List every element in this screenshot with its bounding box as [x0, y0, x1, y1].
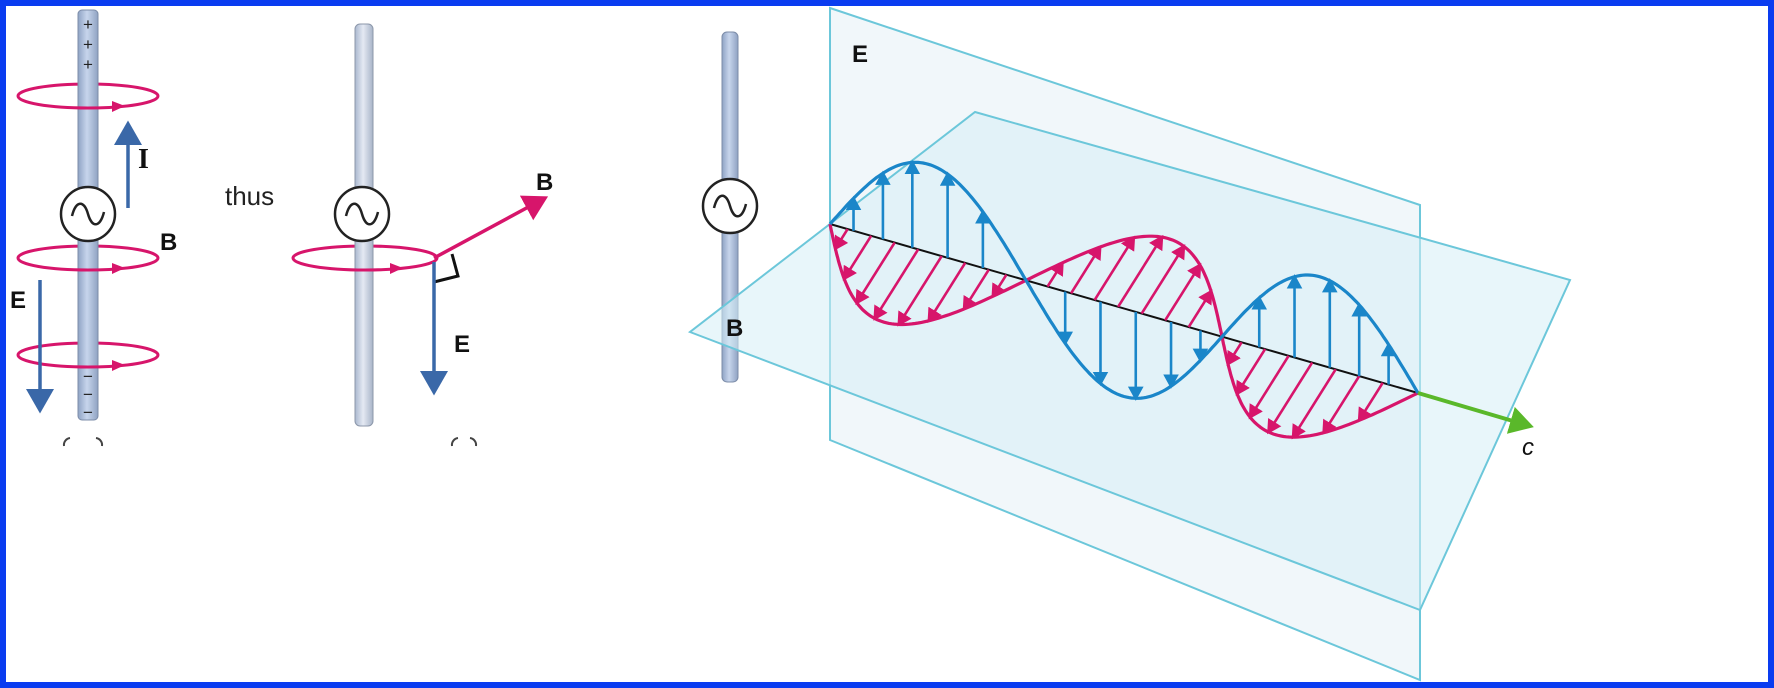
- magnetic-loop-front: [16, 257, 160, 272]
- right-angle-marker: [433, 253, 460, 284]
- loop-arrowhead: [112, 263, 125, 274]
- magnetic-field-vector: [962, 268, 990, 312]
- charge-plus: +: [83, 55, 93, 74]
- em-wave: [828, 159, 1420, 440]
- sine-symbol-icon: [344, 202, 380, 226]
- electric-wave-curve: [828, 160, 1420, 400]
- magnetic-loop-front: [291, 257, 439, 272]
- charge-minus: −: [83, 385, 93, 404]
- magnetic-field-vector: [833, 228, 849, 251]
- speed-label: c: [1522, 434, 1534, 461]
- magnetic-field-vector: [1357, 382, 1384, 423]
- magnetic-field-label: B: [160, 229, 177, 256]
- charge-plus: +: [83, 35, 93, 54]
- sine-symbol-icon: [712, 194, 748, 218]
- magnetic-field-vector: [1164, 262, 1202, 322]
- electric-plane-label: E: [852, 41, 868, 68]
- magnetic-field-vector: [873, 248, 920, 321]
- magnetic-field-vector: [991, 274, 1008, 299]
- current-label: I: [138, 144, 149, 175]
- magnetic-field-vector: [1187, 289, 1213, 328]
- magnetic-field-vector: [1117, 234, 1164, 308]
- magnetic-field-arrow: [433, 195, 549, 260]
- magnetic-field-vector: [1291, 368, 1337, 440]
- propagation-axis: [829, 223, 1419, 394]
- magnetic-plane-label: B: [726, 315, 743, 342]
- magnetic-field-vector: [842, 235, 873, 281]
- charge-minus: −: [83, 367, 93, 386]
- magnetic-field-plane: [687, 110, 1572, 612]
- magnetic-field-vector: [1093, 235, 1136, 301]
- charge-plus: +: [83, 15, 93, 34]
- loop-arrowhead: [112, 360, 125, 371]
- electric-field-label: E: [10, 287, 26, 314]
- caption-fragment: [62, 437, 104, 447]
- magnetic-field-vector: [897, 255, 943, 327]
- magnetic-field-vector: [1235, 348, 1267, 396]
- connector-text: thus: [225, 181, 274, 211]
- charge-minus: −: [83, 403, 93, 422]
- panel-c: E B c: [687, 6, 1572, 682]
- electric-field-label: E: [454, 331, 470, 358]
- magnetic-field-vector: [1267, 361, 1314, 435]
- panel-b: B E: [291, 23, 553, 447]
- magnetic-field-label: B: [536, 169, 553, 196]
- magnetic-loop-front: [16, 354, 160, 369]
- magnetic-field-vector: [1322, 375, 1361, 435]
- sine-symbol-icon: [70, 202, 106, 226]
- magnetic-field-vector: [927, 262, 967, 323]
- magnetic-field-vector: [855, 241, 896, 306]
- magnetic-loop-front: [16, 95, 160, 110]
- loop-arrowhead: [112, 101, 125, 112]
- em-wave-diagram: + + + − − − I E B thus B E: [10, 6, 1572, 682]
- magnetic-field-vector: [1248, 355, 1290, 420]
- panel-a: + + + − − − I E B: [10, 9, 177, 447]
- magnetic-field-vector: [1226, 341, 1243, 367]
- diagram-panel: + + + − − − I E B thus B E: [6, 6, 1768, 682]
- propagation-arrow: [1417, 391, 1534, 434]
- loop-arrowhead: [390, 263, 403, 274]
- magnetic-field-vector: [1069, 244, 1102, 294]
- magnetic-field-vector: [1140, 244, 1186, 315]
- magnetic-field-vector: [1046, 260, 1064, 288]
- magnetic-wave-curve: [828, 223, 1419, 439]
- caption-fragment: [450, 437, 478, 447]
